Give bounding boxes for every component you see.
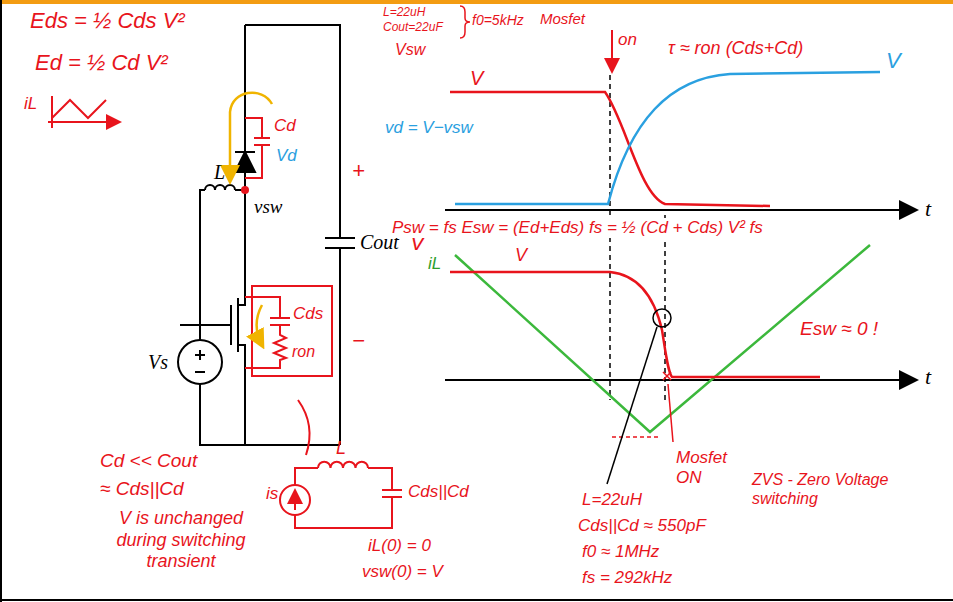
gate-lead <box>180 324 231 326</box>
inductor-symbol <box>318 462 368 468</box>
parameter-value: L=22uH <box>383 5 425 19</box>
vsw-waveform <box>450 272 820 377</box>
parasitic-label: Cds <box>293 304 323 324</box>
current-source <box>280 485 310 515</box>
capacitor-symbol <box>325 238 355 248</box>
charge-arrow <box>230 93 272 180</box>
initial-condition: vsw(0) = V <box>362 562 443 582</box>
annotation: Mosfet ON <box>676 448 742 489</box>
current-label: iL <box>24 94 37 114</box>
time-axis <box>445 209 915 211</box>
capacitor-wire <box>295 468 402 528</box>
mosfet-channel <box>237 298 239 352</box>
wire <box>245 25 340 238</box>
source-label: is <box>266 484 278 504</box>
red-leader <box>668 384 673 442</box>
current-path <box>230 93 272 345</box>
wire <box>200 384 340 445</box>
parameter-value: Cout=22uF <box>383 20 443 34</box>
signal-label: Vsw <box>395 40 425 59</box>
note: ≈ Cds||Cd <box>100 478 184 501</box>
zero-mark <box>663 372 671 380</box>
parasitic-elements <box>245 118 332 455</box>
voltage-source <box>178 340 222 384</box>
highlight-circle <box>653 309 671 327</box>
node-label: vsw <box>254 196 283 219</box>
current-sketch <box>48 96 118 128</box>
upper-plot <box>445 30 915 400</box>
red-leader <box>298 400 310 455</box>
resistance-label: ron <box>292 342 315 361</box>
axis-label: t <box>925 364 931 390</box>
initial-condition: iL(0) = 0 <box>368 536 431 556</box>
time-constant: τ ≈ ron (Cds+Cd) <box>668 38 803 60</box>
source-arrow <box>294 492 296 510</box>
polarity-sign: − <box>352 328 365 354</box>
power-equation: Psw = fs Esw = (Ed+Eds) fs = ½ (Cd + Cds… <box>390 218 765 238</box>
parasitic-label: Cds||Cd <box>408 482 469 502</box>
note: Cd << Cout <box>100 450 197 473</box>
component-label: L <box>214 160 225 184</box>
source-polarity <box>195 350 205 372</box>
inductor-symbol <box>205 185 235 190</box>
axis-label: t <box>925 196 931 222</box>
parameter-value: f0 ≈ 1MHz <box>582 542 659 562</box>
diode-capacitance <box>245 118 270 178</box>
black-leader <box>607 327 657 484</box>
parameter-value: L=22uH <box>582 490 642 510</box>
level-label: V <box>470 66 483 90</box>
energy-equation: Ed = ½ Cd V² <box>35 50 168 76</box>
annotation: on <box>618 30 637 50</box>
parameter-value: Cds||Cd ≈ 550pF <box>578 516 706 536</box>
equivalent-circuit <box>280 462 402 528</box>
note: V is unchanged during switching transien… <box>92 508 270 573</box>
discharge-arrow <box>257 305 262 345</box>
time-axis <box>445 379 915 381</box>
wire <box>244 25 246 152</box>
wire <box>238 345 245 445</box>
level-label: V <box>515 245 527 267</box>
voltage-label: Vd <box>276 146 297 166</box>
slide-border <box>0 0 2 602</box>
signal-label: iL <box>428 254 441 274</box>
title-bar-line <box>0 0 953 4</box>
red-dashed-mark <box>612 436 660 438</box>
on-instant-line <box>664 215 666 400</box>
vd-waveform <box>455 72 880 204</box>
wire <box>200 190 205 340</box>
sketch-axis <box>51 96 53 128</box>
triangle-wave <box>52 100 106 118</box>
annotation: ZVS - Zero Voltage switching <box>752 470 944 508</box>
boost-circuit <box>178 25 355 445</box>
slide-border <box>0 599 953 601</box>
energy-note: Esw ≈ 0 ! <box>800 318 878 341</box>
annotation: Mosfet <box>540 10 585 28</box>
sketch-axis <box>48 121 118 123</box>
vsw-waveform <box>450 92 770 206</box>
parasitic-label: Cd <box>274 116 296 136</box>
brace <box>460 6 470 38</box>
voltage-equation: vd = V−vsw <box>385 118 473 138</box>
diode-bar <box>235 151 255 153</box>
diode-symbol <box>235 152 255 172</box>
level-label: V <box>886 48 901 74</box>
wire <box>339 248 341 445</box>
component-label: L <box>336 438 346 460</box>
wire <box>295 468 318 485</box>
energy-equation: Eds = ½ Cds V² <box>30 8 185 34</box>
polarity-sign: + <box>352 158 365 184</box>
mosfet-parasitic-box <box>252 286 332 376</box>
turn-on-arrow <box>611 30 613 70</box>
parameter-value: f0=5kHz <box>472 12 524 29</box>
switch-node-dot <box>241 186 249 194</box>
source-label: Vs <box>148 350 168 374</box>
parameter-value: fs = 292kHz <box>582 568 672 588</box>
